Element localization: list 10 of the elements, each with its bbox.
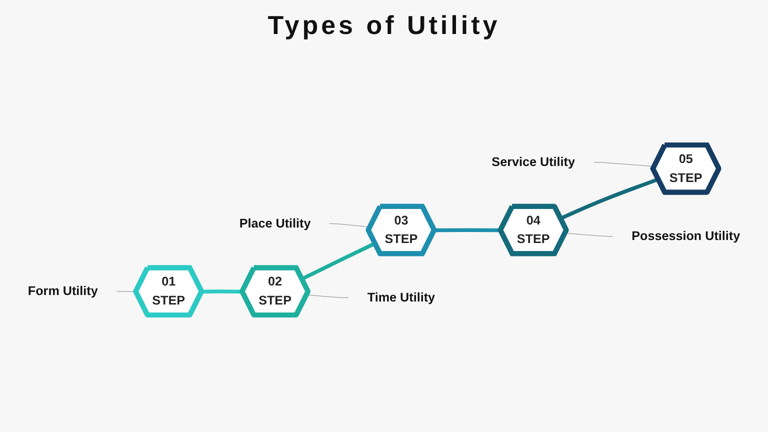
diagram-title: Types of Utility xyxy=(266,10,502,41)
node-text: Service Utility xyxy=(492,155,575,170)
connector xyxy=(560,178,660,220)
connector xyxy=(434,228,501,232)
node-text: Form Utility xyxy=(28,284,98,298)
connector xyxy=(301,242,376,281)
node-text: Place Utility xyxy=(239,216,311,231)
node-text: Time Utility xyxy=(367,290,436,305)
connector xyxy=(202,290,242,294)
node-text: Possession Utility xyxy=(632,229,740,244)
